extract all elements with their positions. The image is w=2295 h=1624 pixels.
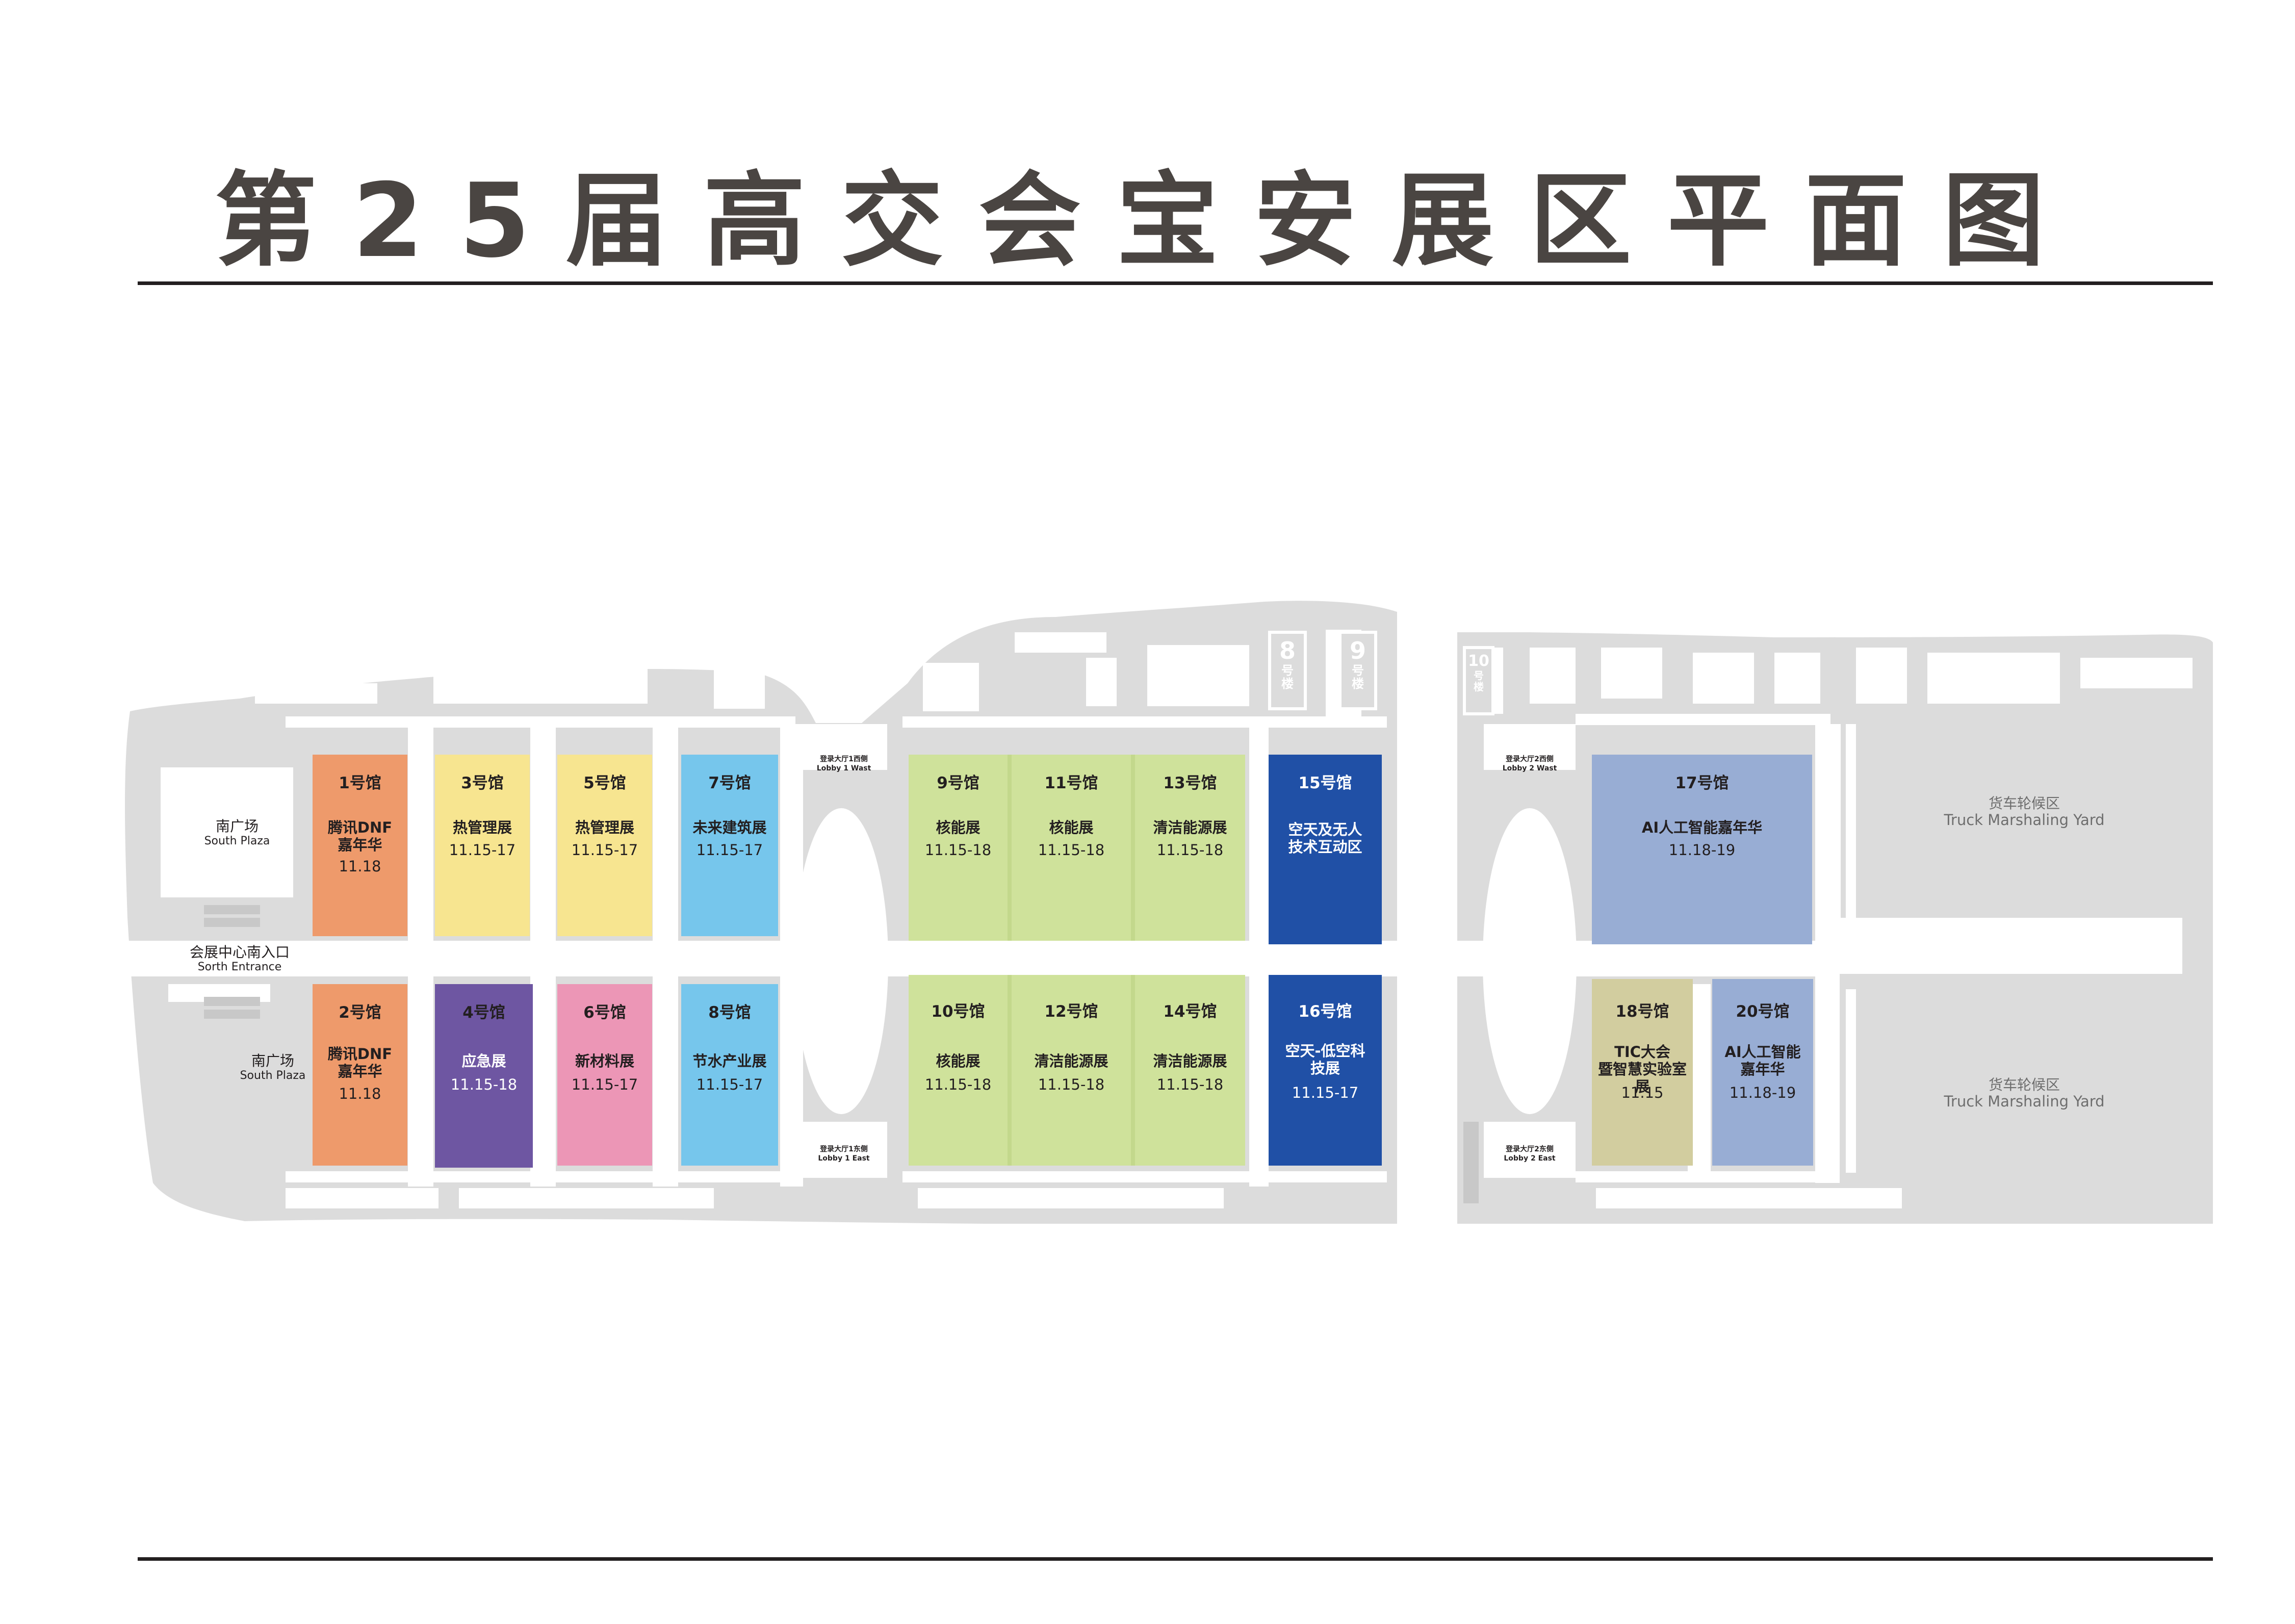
south-plaza-north-label: 南广场 South Plaza — [204, 818, 270, 848]
hall-date: 11.15-18 — [1038, 1076, 1105, 1093]
hall-exhibit: 腾讯DNF 嘉年华 — [327, 819, 393, 854]
hall-3[interactable]: 3号馆 热管理展 11.15-17 — [435, 755, 530, 936]
hall-number: 14号馆 — [1163, 1002, 1217, 1021]
hall-date: 11.15-18 — [924, 1076, 992, 1093]
hall-number: 15号馆 — [1298, 774, 1352, 792]
hall-number: 10号馆 — [931, 1002, 985, 1021]
hall-9[interactable]: 9号馆 核能展 11.15-18 — [909, 755, 1008, 941]
hall-18[interactable]: 18号馆 TIC大会 暨智慧实验室展 11.15 — [1592, 979, 1693, 1166]
south-plaza-south-label: 南广场 South Plaza — [240, 1052, 306, 1082]
hall-exhibit: 空天-低空科 技展 — [1285, 1042, 1365, 1077]
hall-number: 7号馆 — [708, 774, 751, 792]
hall-number: 20号馆 — [1736, 1002, 1790, 1021]
hall-13[interactable]: 13号馆 清洁能源展 11.15-18 — [1135, 755, 1245, 941]
south-entrance-label: 会展中心南入口 Sorth Entrance — [189, 944, 290, 974]
hall-number: 3号馆 — [461, 774, 504, 792]
hall-15[interactable]: 15号馆 空天及无人 技术互动区 — [1269, 755, 1382, 944]
hall-number: 4号馆 — [462, 1003, 505, 1022]
hall-date: 11.15-18 — [450, 1076, 518, 1093]
hall-2[interactable]: 2号馆 腾讯DNF 嘉年华 11.18 — [313, 984, 407, 1166]
hall-number: 12号馆 — [1044, 1002, 1098, 1021]
hall-exhibit: 新材料展 — [575, 1052, 634, 1070]
hall-exhibit: 未来建筑展 — [692, 819, 767, 836]
hall-exhibit: 空天及无人 技术互动区 — [1288, 821, 1362, 856]
building-9-tag: 9 号楼 — [1349, 637, 1366, 691]
hall-5[interactable]: 5号馆 热管理展 11.15-17 — [557, 755, 652, 936]
hall-4[interactable]: 4号馆 应急展 11.15-18 — [435, 984, 533, 1168]
truck-yard-south-label: 货车轮候区 Truck Marshaling Yard — [1944, 1076, 2105, 1110]
hall-date: 11.18 — [339, 858, 381, 875]
hall-8[interactable]: 8号馆 节水产业展 11.15-17 — [681, 984, 778, 1166]
building-10-tag: 10 号楼 — [1468, 652, 1489, 693]
hall-number: 11号馆 — [1044, 774, 1098, 792]
hall-number: 6号馆 — [583, 1003, 626, 1022]
truck-yard-north-label: 货车轮候区 Truck Marshaling Yard — [1944, 795, 2105, 829]
hall-number: 5号馆 — [583, 774, 626, 792]
hall-16[interactable]: 16号馆 空天-低空科 技展 11.15-17 — [1269, 975, 1382, 1166]
hall-number: 8号馆 — [708, 1003, 751, 1022]
hall-exhibit: 腾讯DNF 嘉年华 — [327, 1045, 393, 1080]
building-8-tag: 8 号楼 — [1279, 637, 1296, 691]
hall-date: 11.15-17 — [449, 841, 516, 859]
hall-date: 11.15-17 — [571, 1076, 638, 1093]
hall-date: 11.15-18 — [924, 841, 992, 859]
hall-12[interactable]: 12号馆 清洁能源展 11.15-18 — [1008, 975, 1135, 1166]
hall-date: 11.15-17 — [1292, 1084, 1359, 1101]
hall-exhibit: 核能展 — [936, 1052, 981, 1070]
hall-exhibit: 清洁能源展 — [1034, 1052, 1108, 1070]
hall-20[interactable]: 20号馆 AI人工智能 嘉年华 11.18-19 — [1712, 979, 1813, 1166]
hall-number: 2号馆 — [339, 1003, 381, 1022]
hall-7[interactable]: 7号馆 未来建筑展 11.15-17 — [681, 755, 778, 936]
hall-exhibit: AI人工智能 嘉年华 — [1724, 1043, 1801, 1078]
hall-date: 11.15-18 — [1038, 841, 1105, 859]
hall-date: 11.15-17 — [696, 1076, 763, 1093]
page-title: 第25届高交会宝安展区平面图 — [215, 162, 2080, 280]
hall-11[interactable]: 11号馆 核能展 11.15-18 — [1008, 755, 1135, 941]
hall-exhibit: 热管理展 — [575, 819, 634, 836]
hall-number: 1号馆 — [339, 774, 381, 792]
hall-10[interactable]: 10号馆 核能展 11.15-18 — [909, 975, 1008, 1166]
hall-date: 11.15 — [1621, 1084, 1664, 1101]
hall-date: 11.18 — [339, 1085, 381, 1102]
hall-number: 9号馆 — [937, 774, 979, 792]
hall-exhibit: 核能展 — [936, 819, 981, 836]
hall-exhibit: 应急展 — [461, 1052, 506, 1070]
bottom-divider — [138, 1557, 2213, 1561]
hall-6[interactable]: 6号馆 新材料展 11.15-17 — [557, 984, 652, 1166]
hall-date: 11.15-17 — [696, 841, 763, 859]
hall-date: 11.15-18 — [1156, 841, 1224, 859]
hall-date: 11.15-18 — [1156, 1076, 1224, 1093]
hall-14[interactable]: 14号馆 清洁能源展 11.15-18 — [1135, 975, 1245, 1166]
hall-date: 11.18-19 — [1729, 1084, 1796, 1101]
hall-1[interactable]: 1号馆 腾讯DNF 嘉年华 11.18 — [313, 755, 407, 936]
hall-number: 17号馆 — [1675, 774, 1729, 792]
hall-date: 11.18-19 — [1668, 841, 1736, 859]
hall-exhibit: 节水产业展 — [692, 1052, 767, 1070]
hall-exhibit: 清洁能源展 — [1153, 1052, 1227, 1070]
hall-date: 11.15-17 — [571, 841, 638, 859]
top-divider — [138, 281, 2213, 285]
hall-exhibit: 核能展 — [1049, 819, 1094, 836]
hall-exhibit: TIC大会 暨智慧实验室展 — [1597, 1043, 1687, 1095]
hall-number: 16号馆 — [1298, 1002, 1352, 1021]
hall-exhibit: AI人工智能嘉年华 — [1641, 819, 1763, 836]
hall-exhibit: 清洁能源展 — [1153, 819, 1227, 836]
hall-exhibit: 热管理展 — [452, 819, 512, 836]
hall-number: 18号馆 — [1615, 1002, 1669, 1021]
hall-17[interactable]: 17号馆 AI人工智能嘉年华 11.18-19 — [1592, 755, 1812, 944]
hall-number: 13号馆 — [1163, 774, 1217, 792]
